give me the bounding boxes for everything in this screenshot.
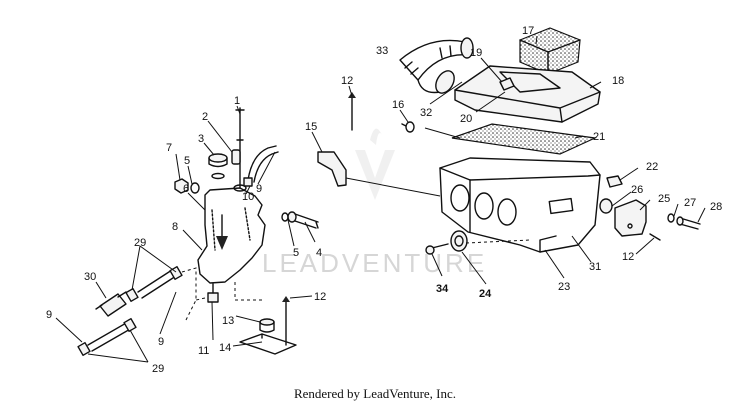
callout-34: 34 bbox=[436, 283, 449, 295]
callout-3: 3 bbox=[198, 133, 204, 145]
callout-7: 7 bbox=[166, 142, 172, 154]
callout-10: 10 bbox=[242, 191, 254, 203]
callout-15: 15 bbox=[305, 121, 317, 133]
mounting-bracket bbox=[614, 199, 647, 237]
callout-11: 11 bbox=[198, 345, 209, 357]
leader-lines bbox=[55, 35, 706, 363]
callout-29-bottom: 29 bbox=[152, 363, 164, 375]
callout-24: 24 bbox=[479, 288, 492, 300]
mounting-bolt bbox=[287, 211, 319, 229]
tank-cap bbox=[208, 153, 228, 168]
air-box-lid bbox=[454, 65, 601, 123]
callout-9-mid: 9 bbox=[158, 336, 164, 348]
callout-16: 16 bbox=[392, 99, 404, 111]
callout-30: 30 bbox=[84, 271, 96, 283]
render-credit: Rendered by LeadVenture, Inc. bbox=[293, 386, 457, 401]
callout-29-top: 29 bbox=[134, 237, 146, 249]
callout-labels: 1 2 3 4 5 5 6 7 8 9 9 9 10 11 12 12 12 1… bbox=[46, 25, 722, 375]
callout-5-left: 5 bbox=[184, 155, 190, 167]
callout-17: 17 bbox=[522, 25, 534, 37]
fuel-line-assembly bbox=[77, 265, 206, 357]
callout-1: 1 bbox=[234, 95, 240, 107]
grommet bbox=[231, 149, 241, 165]
callout-33: 33 bbox=[376, 45, 388, 57]
callout-27: 27 bbox=[684, 197, 696, 209]
cap-gasket bbox=[211, 172, 225, 180]
callout-31: 31 bbox=[589, 261, 601, 273]
callout-4: 4 bbox=[316, 247, 322, 259]
foam-filter bbox=[519, 27, 581, 75]
callout-6: 6 bbox=[183, 183, 189, 195]
intake-duct bbox=[399, 37, 474, 94]
tank-damper bbox=[259, 318, 275, 333]
tank-nut bbox=[174, 178, 200, 194]
callout-23: 23 bbox=[558, 281, 570, 293]
air-box-assembly bbox=[317, 27, 701, 255]
callout-13: 13 bbox=[222, 315, 234, 327]
tank-bracket bbox=[239, 333, 297, 355]
callout-28: 28 bbox=[710, 201, 722, 213]
support-bracket bbox=[317, 151, 347, 187]
callout-21: 21 bbox=[593, 131, 605, 143]
vent-hose bbox=[247, 145, 279, 183]
callout-2: 2 bbox=[202, 111, 208, 123]
callout-20: 20 bbox=[460, 113, 472, 125]
callout-19: 19 bbox=[470, 47, 482, 59]
callout-25: 25 bbox=[658, 193, 670, 205]
fuel-tank bbox=[197, 187, 266, 284]
callout-9-top: 9 bbox=[256, 183, 262, 195]
callout-18: 18 bbox=[612, 75, 624, 87]
callout-32: 32 bbox=[420, 107, 432, 119]
callout-8: 8 bbox=[172, 221, 178, 233]
callout-12-top: 12 bbox=[341, 75, 353, 87]
callout-5-right: 5 bbox=[293, 247, 299, 259]
callout-9-left: 9 bbox=[46, 309, 52, 321]
filter-screen bbox=[451, 123, 598, 155]
watermark-text: LEADVENTURE bbox=[262, 248, 487, 278]
callout-14: 14 bbox=[219, 342, 231, 354]
callout-26: 26 bbox=[631, 184, 643, 196]
fuel-tank-assembly bbox=[174, 107, 319, 355]
watermark-logo bbox=[355, 128, 395, 200]
fuel-filter bbox=[95, 291, 127, 317]
callout-12-right: 12 bbox=[622, 251, 634, 263]
callout-12-lower: 12 bbox=[314, 291, 326, 303]
callout-22: 22 bbox=[646, 161, 658, 173]
boot-seal bbox=[450, 230, 468, 252]
